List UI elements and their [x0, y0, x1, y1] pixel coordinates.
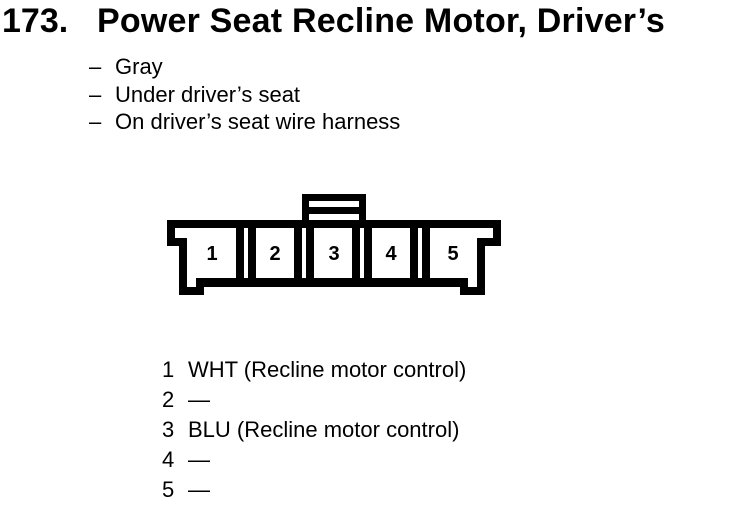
pin-description: — — [188, 387, 210, 412]
note-text: On driver’s seat wire harness — [115, 109, 401, 134]
pin-description: — — [188, 447, 210, 472]
note-dash: – — [89, 109, 102, 134]
note-text: Under driver’s seat — [115, 81, 301, 107]
pin-description: — — [188, 477, 210, 502]
pin-number: 4 — [162, 447, 175, 472]
pin-cavity-label-3: 3 — [328, 243, 339, 265]
pin-row: 3 BLU (Recline motor control) — [162, 415, 466, 445]
pin-cavity-label-2: 2 — [269, 243, 280, 265]
note-dash: – — [89, 81, 102, 107]
pin-row: 5 — — [162, 475, 466, 505]
item-number: 173. — [2, 2, 69, 40]
pin-row: 2 — — [162, 385, 466, 415]
note-item-location: – Under driver’s seat — [89, 81, 400, 109]
pin-cavity-label-4: 4 — [385, 243, 397, 265]
note-item-harness: – On driver’s seat wire harness — [89, 108, 400, 136]
pin-cavity-label-1: 1 — [206, 243, 217, 265]
pin-number: 2 — [162, 387, 175, 412]
notes-list: – Gray – Under driver’s seat – On driver… — [89, 53, 400, 136]
pin-row: 1 WHT (Recline motor control) — [162, 355, 466, 385]
pin-row: 4 — — [162, 445, 466, 475]
pin-number: 3 — [162, 417, 175, 442]
note-item-color: – Gray — [89, 53, 400, 81]
note-text: Gray — [115, 54, 163, 79]
note-dash: – — [89, 54, 102, 79]
pin-legend: 1 WHT (Recline motor control) 2 — 3 BLU … — [162, 355, 466, 505]
pin-number: 1 — [162, 357, 175, 382]
page-title: Power Seat Recline Motor, Driver’s — [97, 2, 665, 40]
connector-diagram: 1 2 3 4 5 — [167, 194, 501, 295]
pin-cavity-label-5: 5 — [447, 243, 458, 265]
pin-description: BLU (Recline motor control) — [188, 417, 460, 442]
page-title-row: 173. Power Seat Recline Motor, Driver’s — [2, 2, 665, 41]
pin-number: 5 — [162, 477, 175, 502]
pin-description: WHT (Recline motor control) — [188, 357, 467, 382]
connector-body — [167, 220, 501, 295]
